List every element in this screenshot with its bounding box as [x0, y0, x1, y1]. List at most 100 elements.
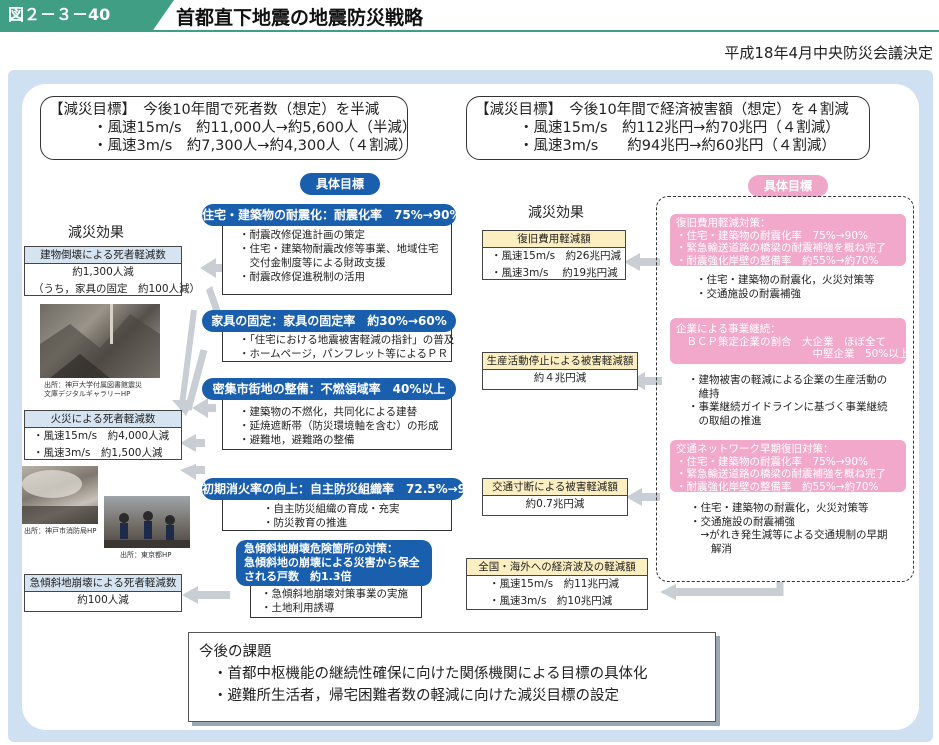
- measure-item: の取組の推進: [688, 415, 888, 429]
- measure-item: ・建物被害の軽減による企業の生産活動の: [688, 374, 888, 388]
- goal-box-economic: 【減災目標】 今後10年間で経済被害額（想定）を４割減 ・風速15m/s 約11…: [466, 96, 870, 160]
- effect-box-production-stop: 生産活動停止による被害軽減額 約４兆円減: [482, 352, 638, 390]
- arrow-right-4: [660, 584, 780, 600]
- pink-line: ・耐震強化岸壁の整備率 約55%→約70%: [676, 481, 900, 494]
- pink-line: ・耐震強化岸壁の整備率 約55%→約70%: [676, 255, 900, 268]
- measure-item: ・防災教育の推進: [263, 516, 443, 530]
- measure-pill-dense-urban: 密集市街地の整備：不燃領域率 40%以上: [202, 378, 456, 400]
- future-task-item: ・避難所生活者，帰宅困難者数の軽減に向けた減災目標の設定: [199, 685, 705, 707]
- specific-goals-left-label: 具体目標: [300, 173, 380, 195]
- measure-list-transport-recovery: ・住宅・建築物の耐震化，火災対策等 ・交通施設の耐震補強 →がれき発生減等による…: [690, 502, 887, 556]
- effect-value: ・風速3m/s 約19兆円減: [483, 265, 625, 282]
- pink-line: ・緊急輸送道路の橋梁の耐震補強を概ね完了: [676, 242, 900, 255]
- measure-item: ・「住宅における地震被害軽減の指針」の普及: [239, 333, 443, 347]
- arrow-left-1: [200, 258, 222, 278]
- measure-item: ・交通施設の耐震補強: [696, 288, 875, 302]
- pill-line: 急傾斜地の崩壊による災害から保全: [244, 556, 424, 570]
- future-tasks-box: 今後の課題 ・首都中枢機能の継続性確保に向けた関係機関による目標の具体化 ・避難…: [188, 632, 716, 722]
- effect-value: 約100人減: [25, 592, 181, 609]
- measure-item: 維持: [688, 388, 888, 402]
- effect-header: 復旧費用軽減額: [483, 231, 625, 248]
- measure-item: ・避難地，避難路の整備: [239, 433, 443, 447]
- measure-pill-slope: 急傾斜地崩壊危険箇所の対策： 急傾斜地の崩壊による災害から保全 される戸数 約1…: [236, 540, 432, 586]
- measure-item: ・住宅・建築物耐震改修等事業、地域住宅: [239, 242, 443, 256]
- pink-line: 企業による事業継続：: [676, 323, 900, 336]
- photo-credit: 出所：東京都HP: [120, 550, 172, 560]
- measure-item: ・耐震改修促進計画の策定: [239, 228, 443, 242]
- measure-item: 交付金制度等による財政支援: [239, 256, 443, 270]
- effect-header: 急傾斜地崩壊による死者軽減数: [25, 575, 181, 592]
- measure-item: ・自主防災組織の育成・充実: [263, 502, 443, 516]
- arrow-right-3: [626, 488, 660, 506]
- future-task-item: ・首都中枢機能の継続性確保に向けた関係機関による目標の具体化: [199, 663, 705, 685]
- photo-collapsed-building: [40, 304, 160, 378]
- measure-list-business-continuity: ・建物被害の軽減による企業の生産活動の 維持 ・事業継続ガイドラインに基づく事業…: [688, 374, 888, 428]
- goal-left-line: ・風速15m/s 約11,000人→約5,600人（半減）: [49, 119, 399, 137]
- effect-value: 約1,300人減: [25, 264, 181, 281]
- effect-header: 生産活動停止による被害軽減額: [483, 353, 637, 370]
- measure-item: →がれき発生減等による交通規制の早期: [690, 529, 887, 543]
- pink-line: ・緊急輸送道路の橋梁の耐震補強を概ね完了: [676, 468, 900, 481]
- goal-left-line: ・風速3m/s 約7,300人→約4,300人（４割減）: [49, 137, 399, 155]
- measure-item: ・延焼遮断帯（防災環境軸を含む）の形成: [239, 419, 443, 433]
- pink-line: ・住宅・建築物の耐震化率 75%→90%: [676, 230, 900, 243]
- pink-line: ・住宅・建築物の耐震化率 75%→90%: [676, 456, 900, 469]
- effect-box-economic-ripple: 全国・海外への経済波及の軽減額 ・風速15m/s 約11兆円減 ・風速3m/s …: [466, 558, 648, 610]
- measure-pill-furniture: 家具の固定：家具の固定率 約30%→60%: [202, 310, 456, 332]
- photo-credit: 文庫デジタルギャラリーHP: [44, 389, 130, 399]
- effect-value: ・風速15m/s 約26兆円減: [483, 248, 625, 265]
- photo-firefighting-drill-art: [104, 496, 190, 548]
- measure-pink-recovery-cost: 復旧費用軽減対策： ・住宅・建築物の耐震化率 75%→90% ・緊急輸送道路の橋…: [670, 214, 906, 266]
- arrow-left-4: [180, 464, 205, 480]
- measure-item: ・ホームページ，パンフレット等によるＰＲ: [239, 347, 443, 361]
- measure-item: ・事業継続ガイドラインに基づく事業継続: [688, 401, 888, 415]
- effect-box-transport-disruption: 交通寸断による被害軽減額 約0.7兆円減: [482, 478, 628, 516]
- effect-value: ・風速15m/s 約11兆円減: [467, 576, 647, 593]
- measure-pill-fire: 初期消火率の向上：自主防災組織率 72.5%→96%: [202, 478, 464, 500]
- measure-item: ・住宅・建築物の耐震化，火災対策等: [690, 502, 887, 516]
- measure-item: ・土地利用誘導: [261, 601, 413, 615]
- effect-left-title: 減災効果: [68, 222, 124, 242]
- measure-list-recovery-cost: ・住宅・建築物の耐震化，火災対策等 ・交通施設の耐震補強: [696, 274, 875, 301]
- goal-right-line: ・風速15m/s 約112兆円→約70兆円（４割減）: [475, 119, 861, 137]
- effect-box-fire-deaths: 火災による死者軽減数 ・風速15m/s 約4,000人減 ・風速3m/s 約1,…: [24, 410, 182, 460]
- specific-goals-right-label: 具体目標: [748, 175, 828, 197]
- effect-box-recovery-cost: 復旧費用軽減額 ・風速15m/s 約26兆円減 ・風速3m/s 約19兆円減: [482, 230, 626, 280]
- pink-line: 中堅企業 50%以上: [676, 348, 900, 361]
- effect-value: ・風速3m/s 約1,500人減: [25, 445, 181, 462]
- pink-line: 交通ネットワーク早期復旧対策：: [676, 443, 900, 456]
- measure-item: ・建築物の不燃化，共同化による建替: [239, 405, 443, 419]
- photo-collapsed-building-art: [40, 304, 160, 378]
- effect-header: 全国・海外への経済波及の軽減額: [467, 559, 647, 576]
- arrow-left-3: [180, 434, 205, 452]
- photo-firefighting-drill: [104, 496, 190, 548]
- measure-item: ・住宅・建築物の耐震化，火災対策等: [696, 274, 875, 288]
- arrow-right-1: [624, 253, 660, 271]
- future-tasks-title: 今後の課題: [199, 641, 705, 663]
- effect-value: （うち，家具の固定 約100人減）: [25, 281, 181, 298]
- effect-value: ・風速15m/s 約4,000人減: [25, 428, 181, 445]
- photo-credit: 出所：神戸市消防局HP: [24, 526, 97, 536]
- photo-fire-scene-art: [22, 466, 98, 524]
- measure-pink-transport-recovery: 交通ネットワーク早期復旧対策： ・住宅・建築物の耐震化率 75%→90% ・緊急…: [670, 440, 906, 492]
- effect-box-slope-deaths: 急傾斜地崩壊による死者軽減数 約100人減: [24, 574, 182, 612]
- pink-line: 復旧費用軽減対策：: [676, 217, 900, 230]
- goal-left-header: 【減災目標】 今後10年間で死者数（想定）を半減: [49, 101, 399, 119]
- pink-line: ＢＣＰ策定企業の割合 大企業 ほぼ全て: [676, 336, 900, 349]
- measure-item: 解消: [690, 543, 887, 557]
- photo-fire-scene: [22, 466, 98, 524]
- measure-pill-seismic-retrofit: 住宅・建築物の耐震化：耐震化率 75%→90%: [202, 204, 456, 226]
- measure-item: ・交通施設の耐震補強: [690, 516, 887, 530]
- pill-line: 急傾斜地崩壊危険箇所の対策：: [244, 542, 424, 556]
- effect-value: ・風速3m/s 約10兆円減: [467, 593, 647, 610]
- effect-header: 交通寸断による被害軽減額: [483, 479, 627, 496]
- goal-right-header: 【減災目標】 今後10年間で経済被害額（想定）を４割減: [475, 101, 861, 119]
- effect-value: 約0.7兆円減: [483, 496, 627, 513]
- effect-box-building-collapse: 建物倒壊による死者軽減数 約1,300人減 （うち，家具の固定 約100人減）: [24, 246, 182, 296]
- effect-right-title: 減災効果: [528, 202, 584, 222]
- effect-value: 約４兆円減: [483, 370, 637, 387]
- goal-box-fatalities: 【減災目標】 今後10年間で死者数（想定）を半減 ・風速15m/s 約11,00…: [40, 96, 408, 160]
- measure-pink-business-continuity: 企業による事業継続： ＢＣＰ策定企業の割合 大企業 ほぼ全て 中堅企業 50%以…: [670, 318, 906, 364]
- effect-header: 建物倒壊による死者軽減数: [25, 247, 181, 264]
- effect-header: 火災による死者軽減数: [25, 411, 181, 428]
